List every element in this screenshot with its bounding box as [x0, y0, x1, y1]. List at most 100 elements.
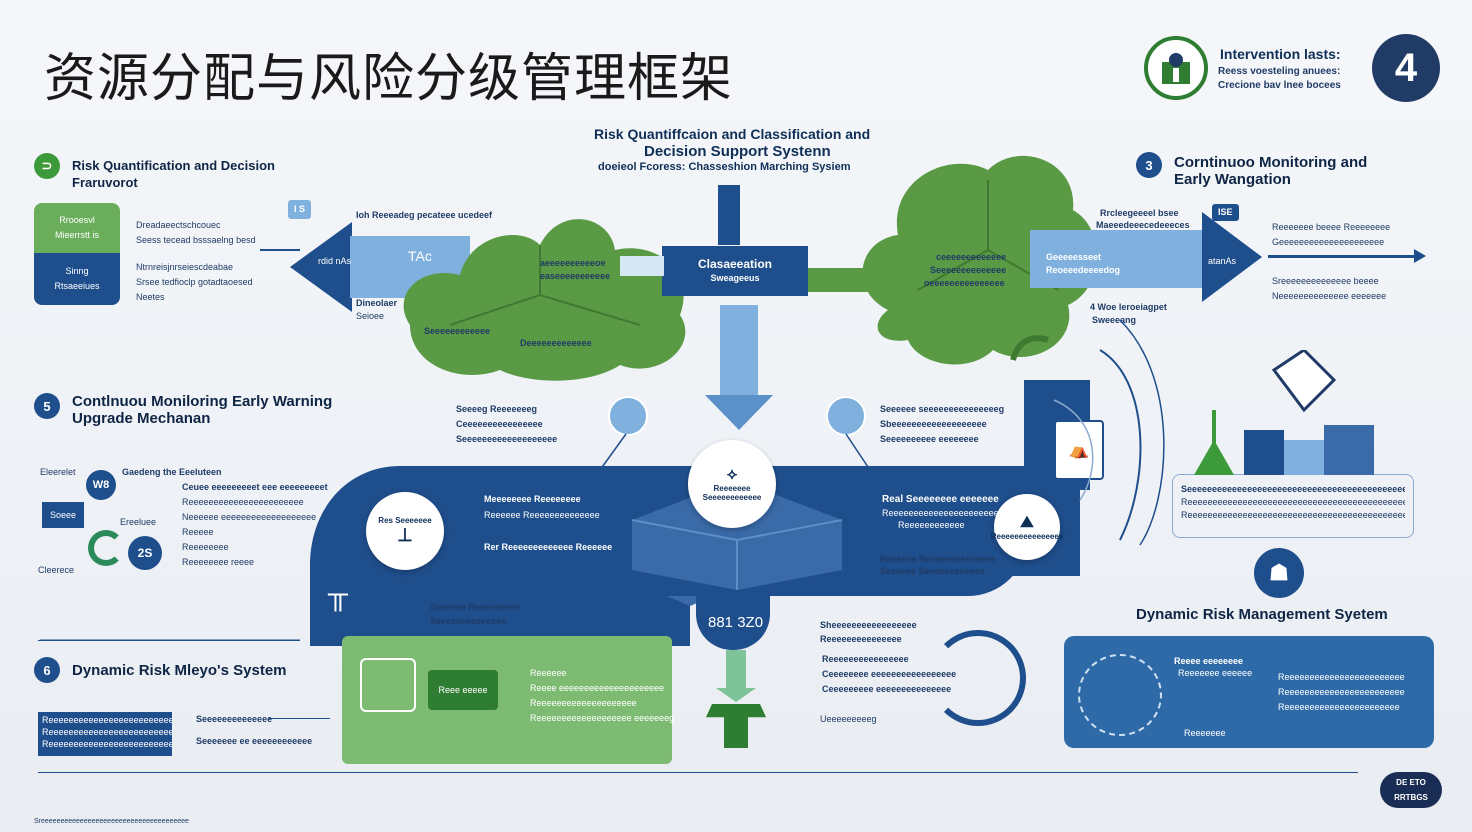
left-tree-label-3: Seeeeeeeeeeee [424, 326, 491, 336]
section-1-badge: ⊃ [34, 153, 60, 179]
section-4-badge: 4 [1372, 34, 1440, 102]
band-left-text-3: Rer Reeeeeeeeeeeee Reeeeee [484, 542, 613, 552]
right-text-panel-line-1: Seeeeeeeeeeeeeeeeeeeeeeeeeeeeeeeeeeeeeee… [1181, 484, 1405, 494]
left-circle-label-2: Gaedeng the Eeeluteen [122, 467, 222, 477]
left-circle-label-5: Cleerece [38, 565, 75, 575]
band-left-tool-icon: ╥ [328, 578, 348, 609]
right-arrow-bot2: Sweeeang [1092, 315, 1137, 325]
center-stem [696, 590, 770, 650]
right-tree-label-3: oeeeeeeeeeeeeeee [924, 278, 1005, 288]
right-small-card: ⛺ [1054, 420, 1104, 480]
left-arrow-tag: I S [288, 200, 312, 219]
bottom-mid-list: Reeeeeeeeeeeeeeee Ceeeeeeee eeeeeeeeeeee… [822, 652, 956, 697]
right-bullet-1: Reeeeeee beeee Reeeeeeee [1272, 222, 1391, 232]
band-left-text-1: Meeeeeeee Reeeeeeee [484, 494, 581, 504]
left-mid-bullets: Ceuee eeeeeeeeet eee eeeeeeeeet Reeeeeee… [182, 480, 328, 570]
left-circle-2s: 2S [128, 536, 162, 570]
left-tree-cloud [403, 219, 686, 381]
mid-right-list: Seeeeee seeeeeeeeeeeeeeeg Sbeeeeeeeeeeee… [880, 402, 1004, 447]
mid-left-item-3: Seeeeeeeeeeeeeeeeeee [456, 434, 558, 444]
right-bullet-2: Geeeeeeeeeeeeeeeeeeeee [1272, 237, 1385, 247]
stem-label-2: Seeeeeeeeeeeeee [430, 616, 507, 626]
left-bullet-3: Ntrnreisjnrseiescdeabae [136, 262, 234, 272]
left-stack-bottom-line2: Rtsaeeiues [54, 281, 100, 291]
band-right-sub-1: Reeeeeeeeeeeeeeeeeeeeeeeeee [882, 508, 1019, 518]
left-mid-bullet-5: Reeeeeeee [182, 542, 229, 552]
right-small-card-icon: ⛺ [1069, 442, 1089, 459]
drms-center-2: Reeeeeee eeeeee [1178, 668, 1253, 678]
bottom-mid-curve [930, 630, 1026, 726]
logo-badge: DE ETO RRTBGS [1380, 772, 1442, 808]
right-text-panel-line-3: Reeeeeeeeeeeeeeeeeeeeeeeeeeeeeeeeeeeeeee… [1181, 510, 1405, 520]
intervention-icon [1144, 36, 1208, 100]
left-circle-box: Soeee [42, 502, 84, 528]
section-6-row-3: Reeeeeeeeeeeeeeeeeeeeeeeee [42, 739, 174, 749]
mid-right-item-2: Sbeeeeeeeeeeeeeeeeeee [880, 419, 987, 429]
left-tree-label-2: easeeeeeeeeeee [540, 271, 611, 281]
left-bullet-1: Dreadaeectschcouec [136, 220, 221, 230]
band-center-circle-text1: Reeeeeee [713, 484, 751, 493]
green-panel-box: Reee eeeee [428, 670, 498, 710]
drms-item-1: Reeeeeeeeeeeeeeeeeeeeeeee [1278, 672, 1405, 682]
drms-title: Dynamic Risk Management Syetem [1136, 606, 1388, 623]
right-arrow-bot1: 4 Woe leroeiagpet [1090, 302, 1167, 312]
green-panel-box-text: Reee eeeee [438, 684, 488, 695]
mid-left-item-1: Seeeeg Reeeeeeeg [456, 404, 538, 414]
left-circle-label-4: Ereeluee [120, 517, 157, 527]
left-stack-top-line2: Mieerrstt is [54, 230, 99, 240]
band-right-low-1: Reeeeee Reeeeeeeeeeeeee [880, 554, 996, 564]
bottom-mid-foot: Ueeeeeeeeeg [820, 714, 877, 724]
mid-left-node [608, 396, 648, 436]
left-arrow-bot2: Seioee [356, 311, 385, 321]
footer-text: Sreeeeeeeeeeeeeeeeeeeeeeeeeeeeeeeeeeeeee [34, 818, 189, 825]
band-left-circle-text: Res Seeeeeee [378, 516, 432, 525]
section-6-title: Dynamic Risk Mleyo's System [72, 662, 287, 679]
band-right-low-2: Seeeeee Seeeeeeeeeeee [880, 566, 985, 576]
drms-item-3: Reeeeeeeeeeeeeeeeeeeeeee [1278, 702, 1400, 712]
right-arrow-label2: Reoeeedeeeedog [1046, 265, 1121, 275]
right-arrow-sub: atanAs [1208, 256, 1237, 266]
left-stack-top-line1: Rrooesvl [59, 215, 95, 225]
drms-globe-icon [1078, 654, 1162, 736]
left-tree-label-4: Deeeeeeeeeeeee [520, 338, 592, 348]
band-center-circle-icon: ⟡ [726, 466, 738, 483]
left-mid-bullet-1: Ceuee eeeeeeeeet eee eeeeeeeeet [182, 482, 328, 492]
section-5-title: Contlnuou Moniloring Early Warning Upgra… [72, 393, 333, 427]
left-arrow-bot1: Dineolaer [356, 298, 398, 308]
drms-icon: ☗ [1254, 548, 1304, 598]
drms-center-1: Reeee eeeeeeee [1174, 656, 1244, 666]
left-tree-label-1: aeeeeeeeeeeoe [540, 258, 606, 268]
drms-foot: Reeeeeee [1184, 728, 1226, 738]
stem-label-1: Seeeeee Reeeeeeeee [430, 602, 521, 612]
section-6-connector [268, 718, 330, 719]
left-circle-green-arc [88, 530, 124, 566]
right-tree-label-1: ceeeeeeeeeeeee [936, 252, 1007, 262]
bottom-mid-head-2: Reeeeeeeeeeeeeee [820, 634, 902, 644]
left-mid-bullet-2: Reeeeeeeeeeeeeeeeeeeeeee [182, 497, 304, 507]
left-stack-bottom: Sinng Rtsaeeiues [34, 253, 120, 305]
right-arrow-shape [1030, 212, 1262, 302]
drms-list: Reeeeeeeeeeeeeeeeeeeeeeee Reeeeeeeeeeeee… [1278, 670, 1405, 715]
right-side-arrow-line [1268, 255, 1418, 258]
left-bullet-2: Seess tecead bsssaelng besd [136, 235, 256, 245]
bottom-mid-item-1: Reeeeeeeeeeeeeeee [822, 654, 909, 664]
band-center-circle-text2: Seeeeeeeeeeee [702, 493, 762, 502]
center-down-arrow [705, 185, 773, 430]
left-stack-top: Rrooesvl Mieerrstt is [34, 203, 120, 253]
right-city-illustration [1194, 350, 1374, 475]
stem-code: 881 3Z0 [708, 614, 764, 631]
right-bullet-list: Reeeeeee beeee Reeeeeeee Geeeeeeeeeeeeee… [1272, 220, 1390, 304]
mid-left-list: Seeeeg Reeeeeeeg Ceeeeeeeeeeeeeeee Seeee… [456, 402, 557, 447]
band-left-circle-icon: ⊥ [397, 525, 413, 545]
band-left-text-2: Reeeeee Reeeeeeeeeeeeee [484, 510, 600, 520]
left-arrow-shape [290, 222, 470, 312]
band-right-circle-icon: ⛰ [1020, 513, 1034, 531]
intervention-line1: Reess voesteling anuees: [1218, 66, 1341, 77]
green-panel-item-3: Reeeeeeeeeeeeeeeeeeee [530, 698, 637, 708]
right-arrow-top1: Rrcleegeeeel bsee [1100, 208, 1179, 218]
bottom-mid-item-2: Ceeeeeeee eeeeeeeeeeeeeeeee [822, 669, 957, 679]
mid-left-item-2: Ceeeeeeeeeeeeeeee [456, 419, 543, 429]
green-panel-item-2: Reeee eeeeeeeeeeeeeeeeeeeee [530, 683, 665, 693]
left-bullet-4: Srsee tedfioclp gotadtaoesed [136, 277, 253, 287]
